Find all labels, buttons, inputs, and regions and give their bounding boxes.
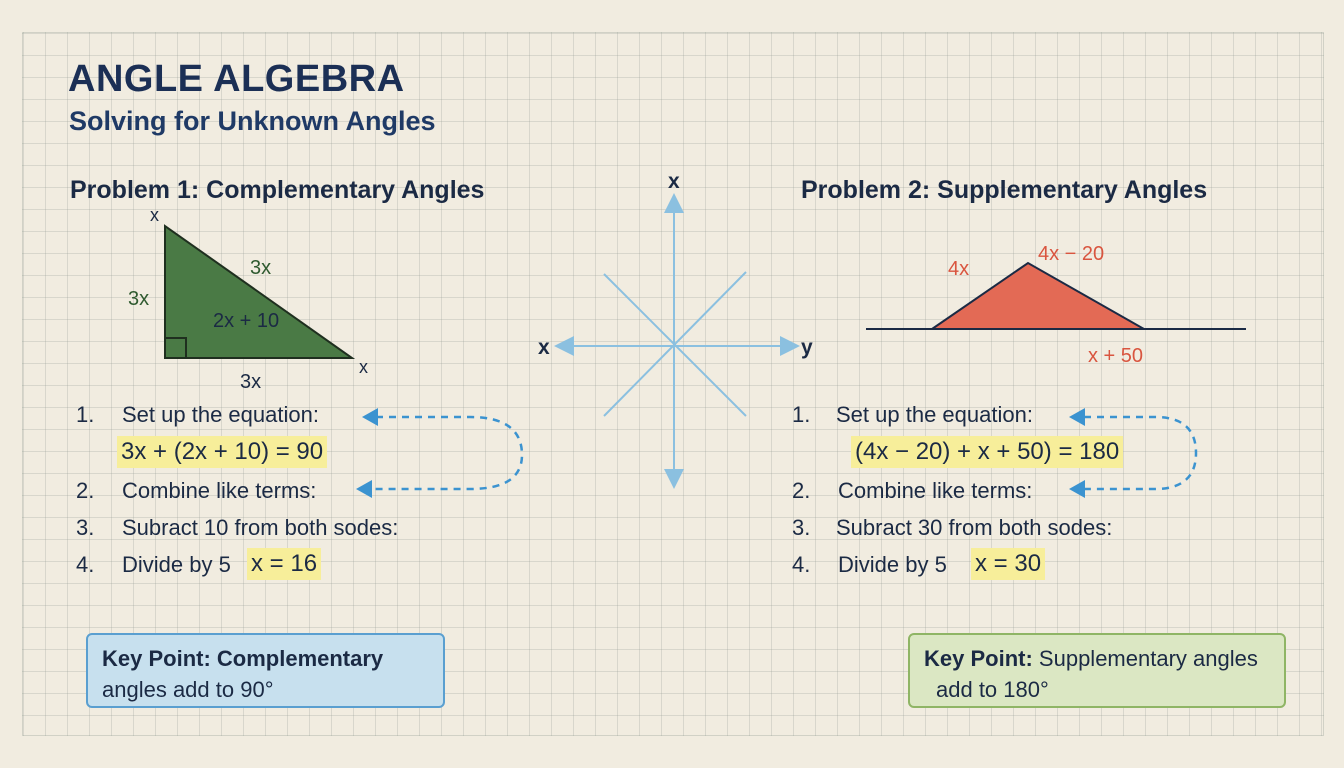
key-point-complementary: Key Point: Complementary angles add to 9…	[86, 633, 445, 708]
axis-top-label: x	[668, 170, 680, 193]
step-number: 3.	[76, 515, 95, 540]
step-number: 3.	[792, 515, 811, 540]
key-point-bold-text: Key Point: Complementary	[102, 646, 384, 671]
dashed-loop-arrow-2	[1084, 415, 1198, 491]
problem2-heading: Problem 2: Supplementary Angles	[801, 176, 1208, 204]
step-number: 2.	[76, 478, 95, 503]
triangle1-inner-label: 2x + 10	[213, 310, 279, 332]
page-subtitle: Solving for Unknown Angles	[69, 106, 436, 136]
arrowhead-icon	[356, 480, 372, 498]
step-number: 4.	[792, 552, 811, 577]
answer-highlight: x = 30	[971, 548, 1046, 580]
triangle2-bottom-label: x + 50	[1088, 345, 1143, 367]
triangle1-right-label: x	[359, 357, 368, 377]
triangle2-left-label: 4x	[948, 258, 969, 280]
axis-left-label: x	[538, 336, 550, 359]
red-triangle	[928, 261, 1148, 330]
arrowhead-icon	[362, 408, 378, 426]
page-title: ANGLE ALGEBRA	[68, 58, 405, 100]
equation-highlight: (4x − 20) + x + 50) = 180	[851, 436, 1124, 468]
step-text: Subract 30 from both sodes:	[836, 515, 1113, 540]
step-text: Set up the equation:	[836, 402, 1033, 427]
key-point-bold-text: Key Point:	[924, 646, 1033, 671]
arrowhead-icon	[1069, 408, 1085, 426]
step-text: Divide by 5	[122, 552, 231, 577]
step-number: 4.	[76, 552, 95, 577]
key-point-text-2: add to 180°	[936, 677, 1049, 702]
arrowhead-icon	[1069, 480, 1085, 498]
key-point-text: angles add to 90°	[102, 677, 274, 702]
triangle1-top-label: x	[150, 205, 159, 225]
answer-highlight: x = 16	[247, 548, 322, 580]
step-number: 2.	[792, 478, 811, 503]
green-right-triangle	[164, 224, 356, 359]
key-point-text: Supplementary angles	[1038, 646, 1258, 671]
dashed-loop-arrow-1	[370, 415, 524, 491]
problem1-heading: Problem 1: Complementary Angles	[70, 176, 485, 204]
equation-highlight: 3x + (2x + 10) = 90	[117, 436, 328, 468]
key-point-supplementary: Key Point: Supplementary angles add to 1…	[908, 633, 1286, 708]
step-text: Divide by 5	[838, 552, 947, 577]
step-text: Combine like terms:	[838, 478, 1033, 503]
step-text: Set up the equation:	[122, 402, 319, 427]
step-number: 1.	[792, 402, 811, 427]
axis-right-label: y	[801, 336, 813, 359]
diagonal-line-2	[603, 271, 747, 417]
step-number: 1.	[76, 402, 95, 427]
right-angle-marker	[165, 337, 187, 358]
triangle1-hyp-label: 3x	[250, 257, 271, 279]
triangle1-bottom-label: 3x	[240, 371, 261, 393]
triangle1-left-label: 3x	[128, 288, 149, 310]
triangle2-top-label: 4x − 20	[1038, 243, 1104, 265]
step-text: Subract 10 from both sodes:	[122, 515, 399, 540]
step-text: Combine like terms:	[122, 478, 317, 503]
